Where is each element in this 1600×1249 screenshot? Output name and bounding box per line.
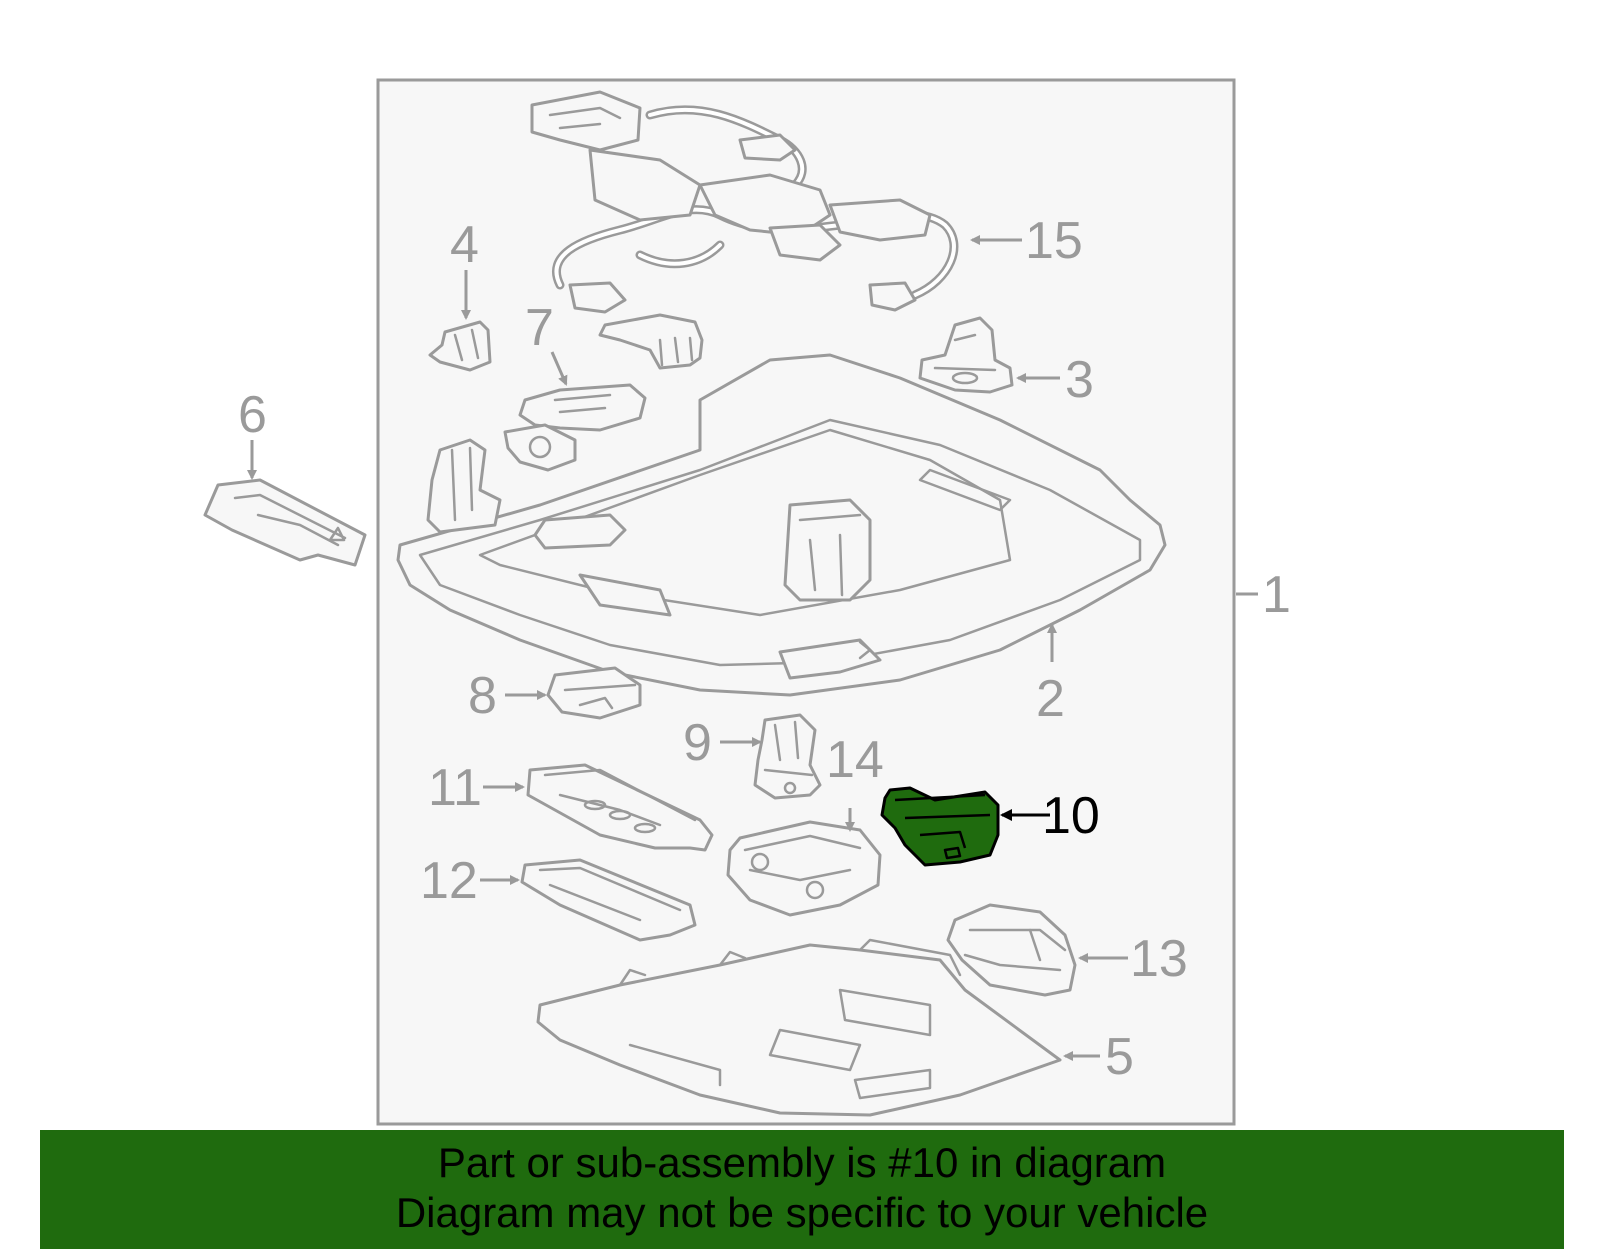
callout-6-label: 6 [238,386,267,444]
part-14-module[interactable]: 14 [726,731,884,917]
part-10-highlighted[interactable]: 10 [880,786,1100,867]
callout-14-label: 14 [826,731,884,789]
part-12-lamp[interactable]: 12 [420,852,697,942]
callout-5-label: 5 [1105,1028,1134,1086]
callout-2-label: 2 [1036,670,1065,728]
callout-7-label: 7 [525,299,554,357]
callout-1[interactable]: 1 [1236,566,1291,624]
part-5-trim-panel[interactable]: 5 [536,938,1134,1117]
callout-8-label: 8 [468,667,497,725]
part-2-overhead-console-housing[interactable]: 2 [396,353,1167,728]
info-banner: Part or sub-assembly is #10 in diagram D… [40,1130,1564,1249]
banner-line-2: Diagram may not be specific to your vehi… [395,1189,1209,1236]
part-9-clip[interactable]: 9 [683,713,822,800]
callout-11-label: 11 [428,759,482,817]
part-15-wiring-harness[interactable]: 15 [530,90,1083,314]
callout-1-label: 1 [1262,566,1291,624]
callout-10-label: 10 [1042,787,1100,845]
banner-line-1: Part or sub-assembly is #10 in diagram [437,1139,1167,1186]
callout-15-label: 15 [1025,212,1083,270]
part-6-switch[interactable]: 6 [203,386,367,567]
callout-13-label: 13 [1130,930,1188,988]
callout-12-label: 12 [420,852,478,910]
part-7-bracket[interactable]: 7 [503,299,647,472]
mounting-bracket [598,313,704,370]
part-11-lamp-assembly[interactable]: 11 [428,759,714,852]
callout-9-label: 9 [683,714,712,772]
callout-4-label: 4 [450,216,479,274]
callout-3-label: 3 [1065,351,1094,409]
part-8-lamp[interactable]: 8 [468,666,642,725]
part-13-module[interactable]: 13 [946,903,1188,997]
part-3-bracket[interactable]: 3 [918,316,1094,409]
part-4-clip[interactable]: 4 [428,216,492,372]
